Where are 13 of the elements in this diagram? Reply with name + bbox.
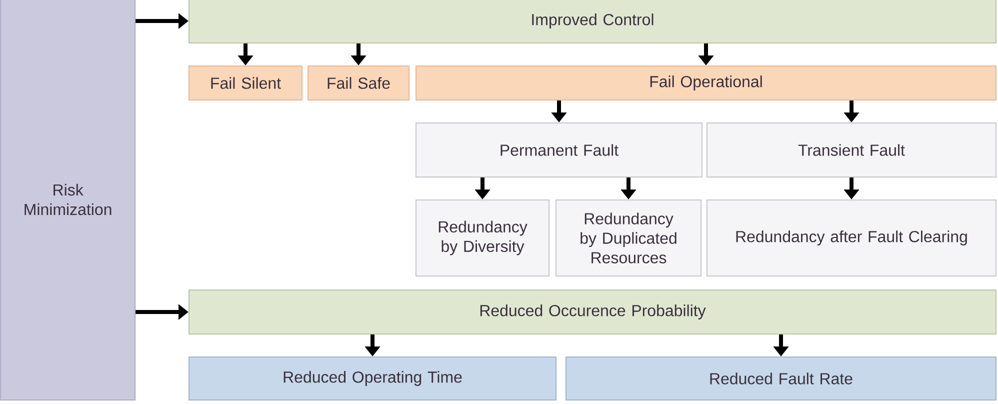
banner-box: Reduced Occurence Probability — [188, 289, 996, 334]
process-box: Permanent Fault — [416, 122, 702, 178]
process-box: Reduced Operating Time — [188, 356, 556, 400]
process-box: Fail Silent — [188, 66, 302, 100]
banner-box: Improved Control — [188, 0, 996, 44]
process-box: Transient Fault — [706, 122, 996, 178]
side-panel: Risk Minimization — [0, 0, 136, 400]
process-box: Redundancy by Duplicated Resources — [556, 200, 702, 276]
process-box: Fail Operational — [416, 66, 996, 100]
process-box: Redundancy by Diversity — [416, 200, 550, 276]
process-box: Redundancy after Fault Clearing — [706, 200, 996, 276]
process-box: Fail Safe — [308, 66, 410, 100]
process-box: Reduced Fault Rate — [566, 356, 996, 400]
